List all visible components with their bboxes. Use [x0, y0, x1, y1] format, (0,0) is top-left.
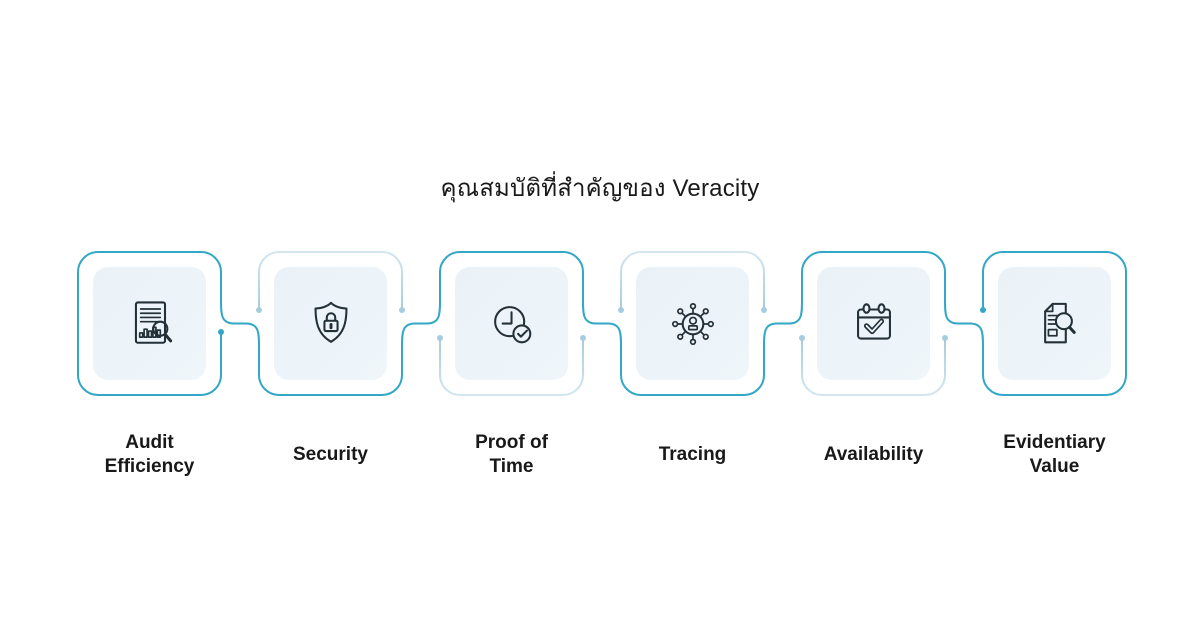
card-label: Availability: [823, 444, 924, 465]
diagram-title: คุณสมบัติที่สำคัญของ Veracity: [440, 175, 760, 202]
feature-card-evidentiary-value: Evidentiary Value: [964, 252, 1145, 492]
feature-card-proof-of-time: Proof of Time: [421, 252, 602, 492]
card-panel: [636, 267, 749, 380]
card-panel: [817, 267, 930, 380]
card-panel: [455, 267, 568, 380]
feature-card-tracing: Tracing: [602, 252, 783, 492]
card-panel: [274, 267, 387, 380]
audit-report-magnifier-icon: [134, 300, 172, 344]
card-panel: [998, 267, 1111, 380]
card-panel: [93, 267, 206, 380]
card-label: Proof of Time: [475, 432, 548, 477]
feature-card-audit-efficiency: Audit Efficiency: [59, 252, 240, 492]
card-label: Security: [293, 444, 368, 465]
card-label: Tracing: [658, 444, 727, 465]
shield-lock-icon: [314, 301, 347, 343]
feature-card-availability: Availability: [783, 252, 964, 492]
network-person-icon: [671, 302, 714, 345]
calendar-check-icon: [856, 302, 891, 340]
clock-check-icon: [493, 305, 531, 343]
card-label: Evidentiary Value: [1003, 432, 1106, 477]
feature-card-security: Security: [240, 252, 421, 492]
card-label: Audit Efficiency: [104, 432, 195, 477]
document-magnifier-icon: [1043, 302, 1076, 343]
